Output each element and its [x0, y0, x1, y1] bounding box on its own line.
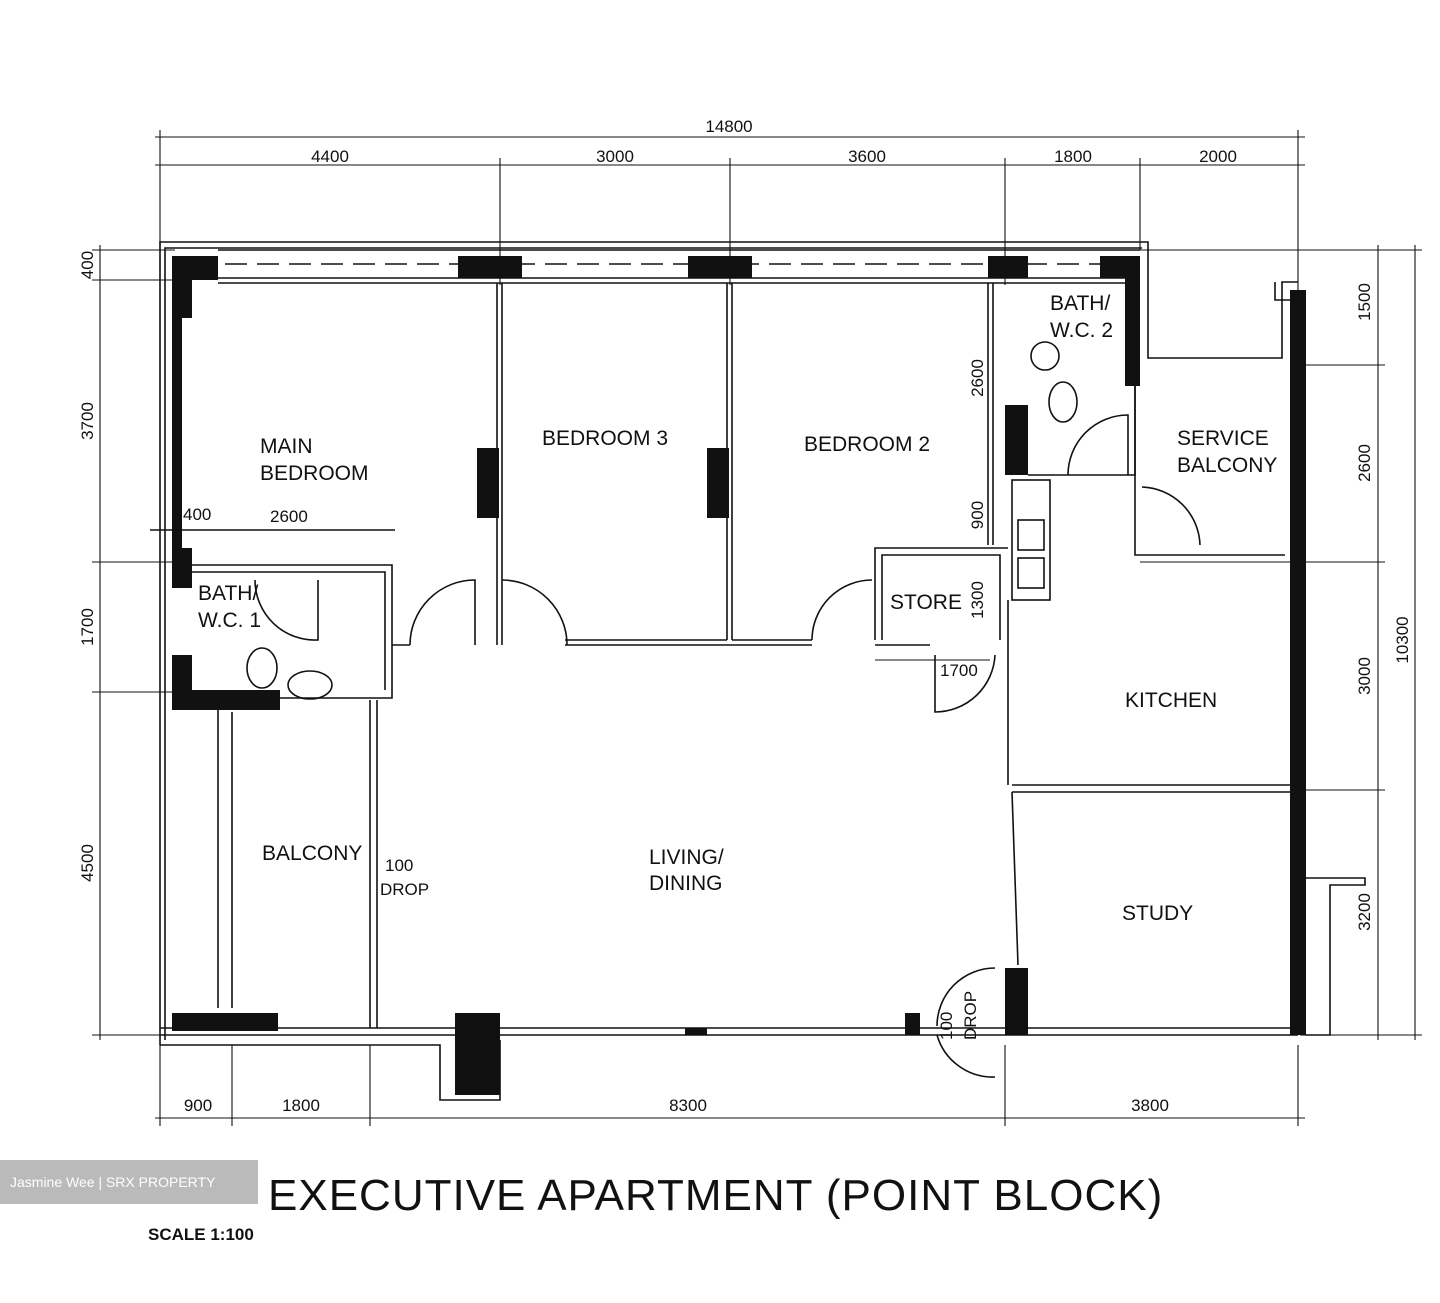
dim-top-total: 14800 — [705, 117, 752, 136]
dim-top-3: 3600 — [848, 147, 886, 166]
label-drop-1b: DROP — [380, 880, 429, 899]
label-service-balcony-2: BALCONY — [1177, 454, 1277, 477]
label-living-1: LIVING/ — [649, 846, 724, 869]
plan-title: EXECUTIVE APARTMENT (POINT BLOCK) — [268, 1171, 1163, 1220]
dim-left-3: 1700 — [78, 608, 97, 646]
label-bedroom-3: BEDROOM 3 — [542, 427, 668, 450]
bottom-dimensions: 900 1800 8300 3800 — [155, 1045, 1305, 1126]
dim-left-4: 4500 — [78, 844, 97, 882]
dim-bottom-4: 3800 — [1131, 1096, 1169, 1115]
label-bedroom-2: BEDROOM 2 — [804, 433, 930, 456]
dim-counter-900: 900 — [968, 501, 987, 529]
dim-top-5: 2000 — [1199, 147, 1237, 166]
plan-scale: SCALE 1:100 — [148, 1225, 254, 1244]
dim-top-1: 4400 — [311, 147, 349, 166]
label-kitchen: KITCHEN — [1125, 689, 1217, 712]
label-bath2-2: W.C. 2 — [1050, 319, 1113, 342]
label-balcony: BALCONY — [262, 842, 362, 865]
dim-bottom-1: 900 — [184, 1096, 212, 1115]
dim-bath2-2600: 2600 — [968, 359, 987, 397]
room-labels: MAIN BEDROOM BEDROOM 3 BEDROOM 2 BATH/ W… — [183, 292, 1277, 1040]
dim-store-1300: 1300 — [968, 581, 987, 619]
dim-top-4: 1800 — [1054, 147, 1092, 166]
left-dimensions: 400 3700 1700 4500 — [78, 245, 175, 1040]
label-service-balcony-1: SERVICE — [1177, 427, 1269, 450]
label-study: STUDY — [1122, 902, 1193, 925]
dim-top-2: 3000 — [596, 147, 634, 166]
dim-bottom-2: 1800 — [282, 1096, 320, 1115]
dim-right-3: 3000 — [1355, 657, 1374, 695]
dim-bath1-400: 400 — [183, 505, 211, 524]
label-living-2: DINING — [649, 872, 723, 895]
label-bath1-1: BATH/ — [198, 582, 258, 605]
dim-right-total: 10300 — [1393, 616, 1412, 663]
walls — [150, 241, 1366, 1101]
dim-right-1: 1500 — [1355, 283, 1374, 321]
right-dimensions: 1500 2600 3000 3200 10300 — [1140, 245, 1422, 1040]
dim-right-2: 2600 — [1355, 444, 1374, 482]
label-store: STORE — [890, 591, 962, 614]
dim-left-2: 3700 — [78, 402, 97, 440]
dim-bath1-2600: 2600 — [270, 507, 308, 526]
dim-bottom-3: 8300 — [669, 1096, 707, 1115]
label-drop-1a: 100 — [385, 856, 413, 875]
label-drop-2b: DROP — [961, 991, 980, 1040]
top-dimensions: 14800 4400 3000 3600 1800 2000 — [155, 117, 1305, 290]
label-bath2-1: BATH/ — [1050, 292, 1110, 315]
label-main-bedroom-1: MAIN — [260, 435, 313, 458]
dim-store-1700: 1700 — [940, 661, 978, 680]
label-drop-2a: 100 — [937, 1012, 956, 1040]
watermark: Jasmine Wee | SRX PROPERTY — [0, 1160, 258, 1204]
dim-right-4: 3200 — [1355, 893, 1374, 931]
dim-left-1: 400 — [78, 251, 97, 279]
label-main-bedroom-2: BEDROOM — [260, 462, 369, 485]
label-bath1-2: W.C. 1 — [198, 609, 261, 632]
